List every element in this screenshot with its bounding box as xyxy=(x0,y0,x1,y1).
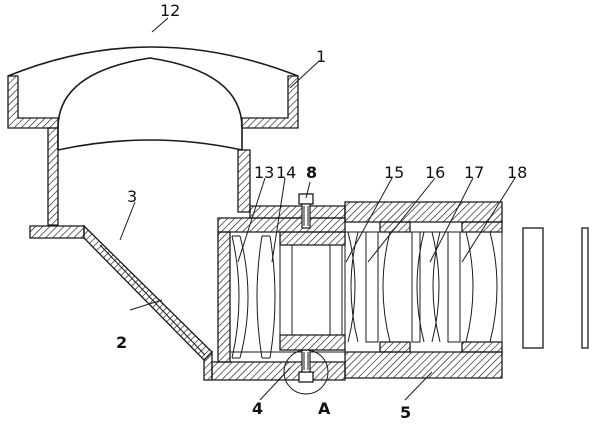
filter-plates xyxy=(522,227,589,349)
lens-16 xyxy=(365,231,421,343)
label-3: 3 xyxy=(127,187,137,206)
lens-17 xyxy=(416,231,441,343)
label-12: 12 xyxy=(160,1,180,20)
label-a: A xyxy=(318,399,331,418)
lens-barrel xyxy=(203,201,503,381)
label-1: 1 xyxy=(316,47,326,66)
angled-plate-3 xyxy=(83,224,213,361)
lens-18 xyxy=(447,231,498,343)
part-labels: 12 1 3 2 13 14 8 15 16 17 18 4 A 5 xyxy=(116,1,527,422)
label-2: 2 xyxy=(116,333,127,352)
label-14: 14 xyxy=(276,163,296,182)
label-17: 17 xyxy=(464,163,484,182)
label-13: 13 xyxy=(254,163,274,182)
lens-13 xyxy=(231,235,249,359)
label-15: 15 xyxy=(384,163,404,182)
inner-tube xyxy=(279,244,343,336)
label-4: 4 xyxy=(252,399,263,418)
screw-detail-a xyxy=(283,349,329,395)
label-8: 8 xyxy=(306,163,317,182)
leader-lines xyxy=(119,17,516,401)
lens-14 xyxy=(256,235,276,359)
dome-cover-12 xyxy=(7,46,299,151)
screw-8 xyxy=(298,193,314,229)
label-16: 16 xyxy=(425,163,445,182)
label-5: 5 xyxy=(400,403,411,422)
detail-circle-a xyxy=(283,349,329,395)
upper-housing-1 xyxy=(7,75,299,239)
lens-15 xyxy=(347,231,359,343)
label-18: 18 xyxy=(507,163,527,182)
